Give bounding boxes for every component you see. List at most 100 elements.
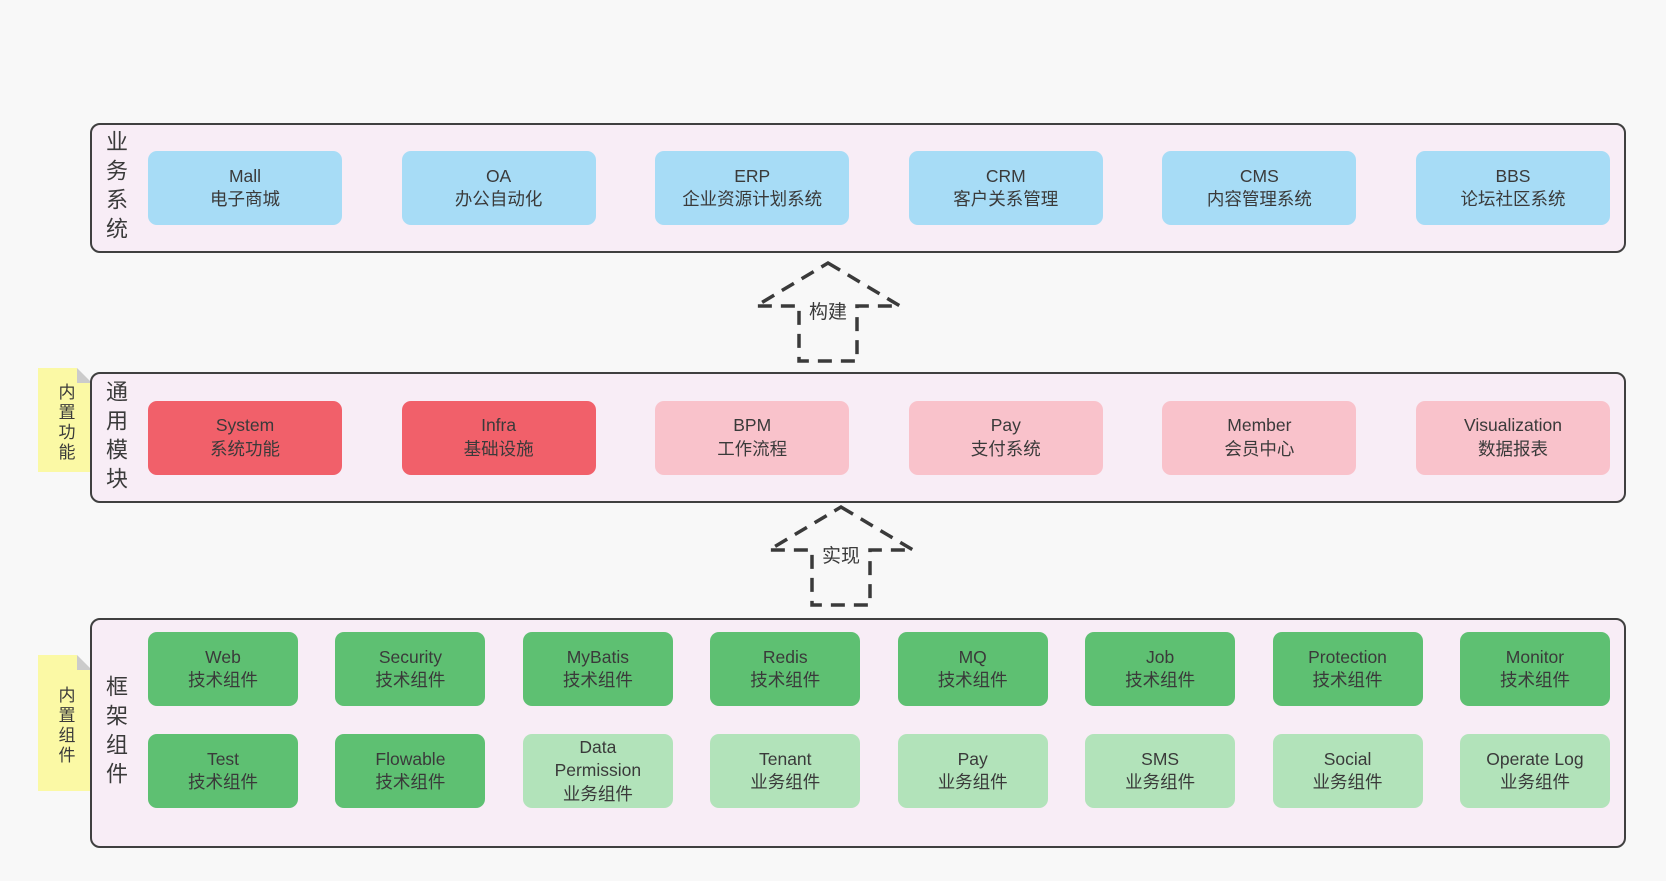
box-title: Web	[205, 646, 241, 667]
box-erp: ERP 企业资源计划系统	[655, 151, 850, 225]
box-title: MQ	[958, 646, 987, 667]
box-title: Job	[1146, 646, 1175, 667]
arrow-build: 构建	[753, 260, 903, 364]
box-oa: OA 办公自动化	[401, 151, 596, 225]
box-job: Job 技术组件	[1085, 632, 1236, 706]
box-title: Social	[1323, 748, 1372, 769]
up-arrow-icon	[766, 504, 916, 607]
box-subtitle: 技术组件	[1312, 670, 1383, 690]
box-system: System 系统功能	[148, 400, 342, 475]
box-security: Security 技术组件	[335, 632, 486, 706]
box-title: Operate Log	[1486, 748, 1584, 769]
box-subtitle: 客户关系管理	[953, 189, 1059, 209]
note-builtin-components: 内置组件	[38, 655, 92, 791]
box-title: Data Permission	[554, 737, 642, 781]
box-title: MyBatis	[566, 646, 629, 667]
box-subtitle: 技术组件	[375, 670, 446, 690]
box-sms: SMS 业务组件	[1085, 734, 1236, 808]
box-data-permission: Data Permission 业务组件	[522, 734, 673, 808]
box-subtitle: 内容管理系统	[1206, 189, 1312, 209]
box-title: Member	[1227, 415, 1292, 436]
folded-corner-icon	[77, 655, 92, 670]
box-title: Pay	[957, 748, 988, 769]
box-title: OA	[485, 165, 512, 186]
folded-corner-icon	[77, 368, 92, 383]
box-mq: MQ 技术组件	[897, 632, 1048, 706]
box-subtitle: 技术组件	[1499, 670, 1570, 690]
box-subtitle: 企业资源计划系统	[682, 189, 823, 209]
band-business-systems: 业务系统 Mall 电子商城 OA 办公自动化 ERP 企业资源计划系统 CRM…	[90, 123, 1626, 253]
box-subtitle: 业务组件	[750, 772, 821, 792]
up-arrow-icon	[753, 260, 903, 363]
box-subtitle: 技术组件	[188, 772, 258, 792]
box-subtitle: 技术组件	[937, 670, 1008, 690]
box-subtitle: 支付系统	[970, 438, 1041, 459]
box-crm: CRM 客户关系管理	[908, 151, 1103, 225]
note-text: 内置组件	[55, 686, 75, 766]
box-subtitle: 业务组件	[937, 772, 1008, 792]
box-subtitle: 电子商城	[210, 189, 280, 209]
box-subtitle: 业务组件	[562, 783, 633, 804]
box-subtitle: 技术组件	[188, 670, 258, 690]
box-bpm: BPM 工作流程	[655, 400, 850, 475]
box-subtitle: 技术组件	[562, 670, 633, 690]
box-title: Protection	[1308, 646, 1387, 667]
box-pay-component: Pay 业务组件	[897, 734, 1048, 808]
box-monitor: Monitor 技术组件	[1459, 632, 1610, 706]
box-subtitle: 业务组件	[1499, 772, 1570, 792]
box-subtitle: 业务组件	[1312, 772, 1383, 792]
box-title: Redis	[762, 646, 808, 667]
arrow-implement-label: 实现	[818, 540, 864, 569]
business-systems-row: Mall 电子商城 OA 办公自动化 ERP 企业资源计划系统 CRM 客户关系…	[126, 151, 1624, 225]
box-title: Monitor	[1505, 646, 1565, 667]
box-subtitle: 工作流程	[717, 438, 788, 459]
note-text: 内置功能	[55, 383, 75, 463]
box-title: System	[215, 415, 275, 436]
box-mybatis: MyBatis 技术组件	[522, 632, 673, 706]
band-framework-components: 框架组件 Web 技术组件 Security 技术组件 MyBatis 技术组件…	[90, 618, 1626, 848]
box-flowable: Flowable 技术组件	[335, 734, 486, 808]
box-subtitle: 技术组件	[375, 772, 446, 792]
box-visualization: Visualization 数据报表	[1415, 400, 1610, 475]
band-label-business-systems: 业务系统	[103, 130, 128, 246]
box-title: Pay	[990, 415, 1021, 436]
box-subtitle: 数据报表	[1477, 438, 1548, 459]
box-subtitle: 系统功能	[210, 438, 280, 459]
box-cms: CMS 内容管理系统	[1162, 151, 1357, 225]
framework-components-row-1: Web 技术组件 Security 技术组件 MyBatis 技术组件 Redi…	[148, 632, 1610, 706]
box-title: CRM	[985, 165, 1026, 186]
box-subtitle: 基础设施	[463, 438, 534, 459]
box-test: Test 技术组件	[148, 734, 298, 808]
band-common-modules: 通用模块 System 系统功能 Infra 基础设施 BPM 工作流程 Pay…	[90, 372, 1626, 503]
note-builtin-features: 内置功能	[38, 368, 92, 472]
framework-components-row-2: Test 技术组件 Flowable 技术组件 Data Permission …	[148, 734, 1610, 808]
box-web: Web 技术组件	[148, 632, 298, 706]
box-subtitle: 技术组件	[750, 670, 821, 690]
box-title: Mall	[228, 165, 262, 186]
box-subtitle: 技术组件	[1125, 670, 1196, 690]
box-subtitle: 会员中心	[1224, 438, 1295, 459]
box-mall: Mall 电子商城	[148, 151, 342, 225]
arrow-build-label: 构建	[805, 296, 851, 325]
box-subtitle: 论坛社区系统	[1460, 189, 1566, 209]
box-operate-log: Operate Log 业务组件	[1459, 734, 1610, 808]
box-title: Infra	[481, 415, 517, 436]
box-title: CMS	[1239, 165, 1279, 186]
box-bbs: BBS 论坛社区系统	[1415, 151, 1610, 225]
box-infra: Infra 基础设施	[401, 400, 596, 475]
box-title: BPM	[733, 415, 772, 436]
arrow-implement: 实现	[766, 504, 916, 608]
box-title: Test	[206, 748, 240, 769]
box-subtitle: 办公自动化	[454, 189, 543, 209]
box-subtitle: 业务组件	[1125, 772, 1196, 792]
box-title: Security	[378, 646, 443, 667]
band-label-common-modules: 通用模块	[103, 379, 128, 496]
box-title: Visualization	[1464, 415, 1562, 436]
box-title: Flowable	[375, 748, 446, 769]
box-title: Tenant	[758, 748, 812, 769]
box-tenant: Tenant 业务组件	[710, 734, 861, 808]
box-social: Social 业务组件	[1272, 734, 1423, 808]
box-member: Member 会员中心	[1162, 400, 1357, 475]
framework-components-rows: Web 技术组件 Security 技术组件 MyBatis 技术组件 Redi…	[126, 620, 1624, 808]
